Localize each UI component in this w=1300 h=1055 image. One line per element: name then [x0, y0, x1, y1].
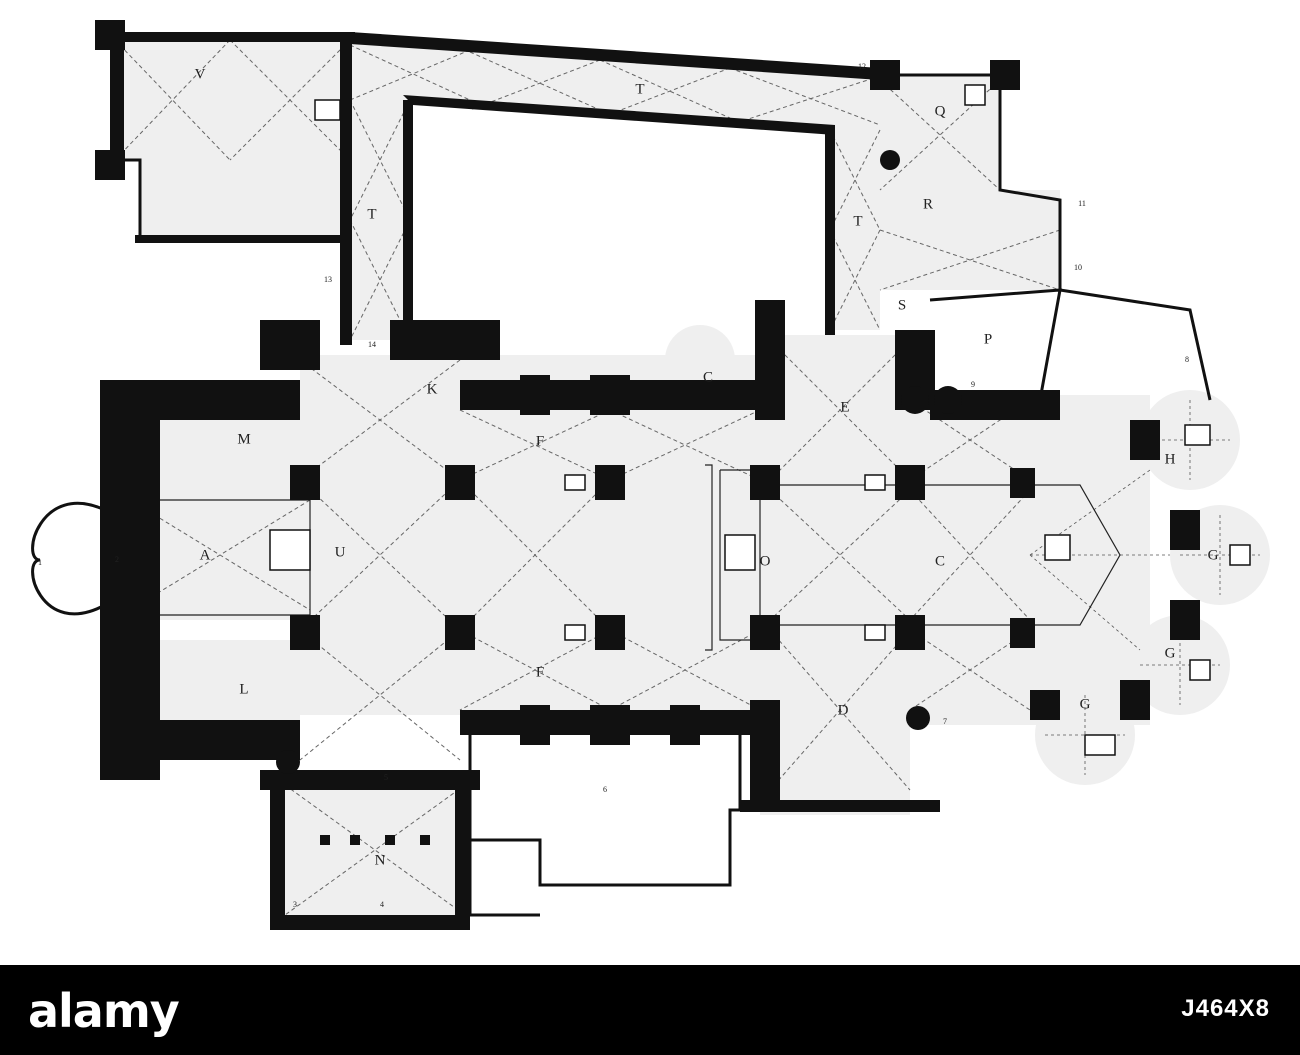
number-label: 1: [38, 558, 42, 567]
number-label: 2: [115, 555, 119, 564]
room-label: Q: [935, 103, 946, 119]
number-label: 14: [368, 340, 376, 349]
room-label: G: [1208, 547, 1219, 563]
number-label: 11: [1078, 199, 1086, 208]
number-labels: 1 2 3 4 5 6 7 8 9 10 11 12 13 14: [38, 62, 1189, 909]
room-label: C: [935, 553, 945, 569]
number-label: 5: [384, 773, 388, 782]
number-label: 4: [380, 900, 384, 909]
room-label: R: [923, 196, 933, 212]
number-label: 10: [1074, 263, 1082, 272]
wall-masses: [95, 20, 1060, 930]
room-labels: V T T T Q R S P M K C E F F A U O C H G …: [195, 66, 1219, 868]
room-label: G: [1165, 645, 1176, 661]
number-label: 13: [324, 275, 332, 284]
room-label: D: [838, 702, 849, 718]
room-label: U: [335, 544, 346, 560]
stock-image-id: J464X8: [1181, 995, 1270, 1022]
number-label: 6: [603, 785, 607, 794]
stock-footer-bar: alamy J464X8: [0, 965, 1300, 1055]
brand-wordmark: alamy: [28, 987, 180, 1037]
floor-plan-drawing: V T T T Q R S P M K C E F F A U O C H G …: [31, 20, 1270, 930]
room-label: A: [200, 547, 211, 563]
room-label: L: [239, 681, 248, 697]
piers: [276, 150, 1200, 845]
number-label: 9: [971, 380, 975, 389]
room-label: M: [237, 431, 250, 447]
room-label: H: [1165, 451, 1176, 467]
number-label: 12: [858, 62, 866, 71]
alamy-logo[interactable]: alamy: [28, 987, 288, 1037]
room-label: N: [375, 852, 386, 868]
room-label: T: [853, 213, 862, 229]
floor-plan: V T T T Q R S P M K C E F F A U O C H G …: [31, 20, 1270, 930]
number-label: 8: [1185, 355, 1189, 364]
number-label: 7: [943, 717, 947, 726]
room-label: C: [703, 369, 713, 385]
room-label: T: [635, 81, 644, 97]
room-label: S: [898, 297, 906, 313]
room-label: K: [427, 381, 438, 397]
room-label: P: [984, 331, 992, 347]
altars: [269, 84, 1251, 756]
room-label: V: [195, 66, 206, 82]
room-label: G: [1080, 696, 1091, 712]
room-label: O: [760, 553, 771, 569]
room-label: F: [536, 433, 544, 449]
number-label: 3: [293, 900, 297, 909]
room-label: E: [840, 399, 849, 415]
room-label: T: [367, 206, 376, 222]
room-label: F: [536, 664, 544, 680]
